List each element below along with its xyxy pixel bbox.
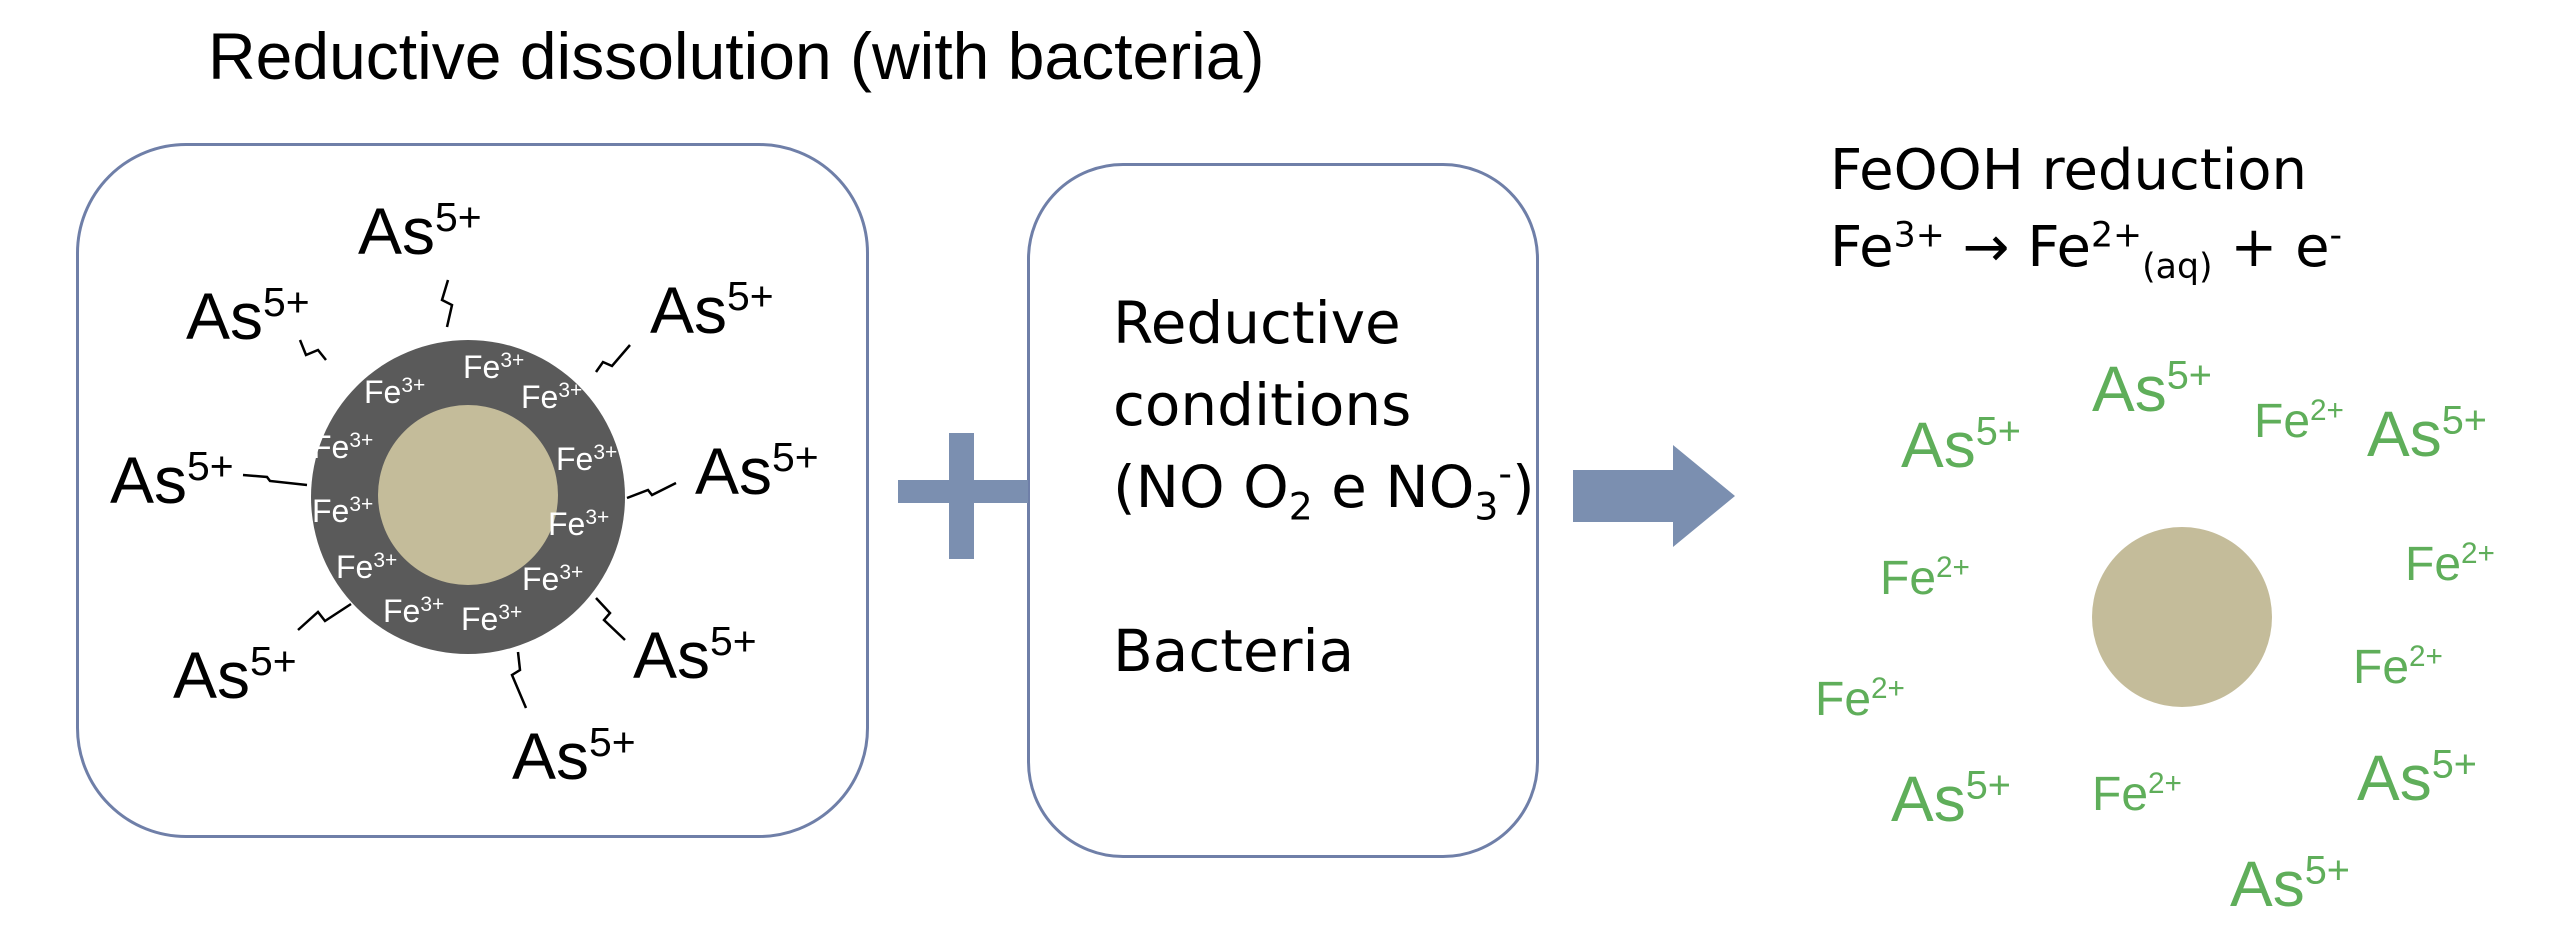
- shell-fe3-label-4: Fe3+: [312, 429, 373, 465]
- shell-fe3-label-7: Fe3+: [548, 506, 609, 542]
- adsorbed-arsenate-2: As5+: [186, 279, 310, 353]
- conditions-text: Reductive conditions (NO O2 e NO3-) Bact…: [1113, 282, 1535, 692]
- shell-fe3-label-1: Fe3+: [463, 349, 524, 385]
- conditions-line-2: conditions: [1113, 371, 1412, 439]
- shell-fe3-label-6: Fe3+: [312, 493, 373, 529]
- conditions-line-3: (NO O2 e NO3-): [1113, 451, 1535, 529]
- shell-fe3-label-5: Fe3+: [556, 441, 617, 477]
- shell-fe3-label-9: Fe3+: [522, 561, 583, 597]
- released-ferrous-1: Fe2+: [2254, 394, 2344, 448]
- conditions-line-1: Reductive: [1113, 289, 1401, 357]
- released-ferrous-5: Fe2+: [1815, 672, 1905, 726]
- reduced-mineral-core: [2092, 527, 2272, 707]
- bond-upper-left: [298, 339, 327, 361]
- adsorbed-arsenate-5: As5+: [695, 434, 819, 508]
- shell-fe3-label-3: Fe3+: [521, 379, 582, 415]
- shell-fe3-label-2: Fe3+: [364, 374, 425, 410]
- released-arsenate-6: As5+: [2230, 848, 2350, 920]
- plus-icon: [898, 433, 1028, 559]
- adsorbed-arsenate-4: As5+: [110, 443, 234, 517]
- bond-top: [440, 279, 454, 328]
- bond-upper-right: [594, 344, 631, 373]
- reaction-heading: FeOOH reduction: [1830, 138, 2308, 203]
- conditions-panel: [1027, 163, 1539, 858]
- reaction-arrow: →: [1962, 215, 2010, 280]
- adsorbed-arsenate-6: As5+: [173, 638, 297, 712]
- released-arsenate-1: As5+: [2092, 353, 2212, 425]
- adsorbed-arsenate-7: As5+: [633, 618, 757, 692]
- adsorption-bonds: [242, 279, 677, 709]
- released-arsenate-5: As5+: [2357, 742, 2477, 814]
- released-ferrous-4: Fe2+: [2353, 640, 2443, 694]
- page-title: Reductive dissolution (with bacteria): [208, 19, 1265, 93]
- conditions-line-4: Bacteria: [1113, 617, 1355, 685]
- bond-lower-right: [595, 597, 626, 641]
- mineral-core: [378, 405, 558, 585]
- adsorbed-arsenate-3: As5+: [650, 273, 774, 347]
- shell-fe3-label-10: Fe3+: [383, 593, 444, 629]
- adsorbed-arsenate-8: As5+: [512, 719, 636, 793]
- bond-bottom: [510, 651, 528, 709]
- released-ferrous-6: Fe2+: [2092, 767, 2182, 821]
- bond-lower-left: [297, 602, 352, 631]
- reaction-equation: Fe3+ → Fe2+(aq) + e-: [1830, 215, 2343, 288]
- adsorbed-arsenate-1: As5+: [358, 194, 482, 268]
- bond-right: [626, 481, 677, 500]
- shell-fe-labels: Fe3+Fe3+Fe3+Fe3+Fe3+Fe3+Fe3+Fe3+Fe3+Fe3+…: [312, 349, 617, 637]
- released-ferrous-2: Fe2+: [2405, 537, 2495, 591]
- released-arsenate-3: As5+: [2367, 398, 2487, 470]
- shell-fe3-label-11: Fe3+: [461, 601, 522, 637]
- released-arsenate-4: As5+: [1891, 763, 2011, 835]
- shell-fe3-label-8: Fe3+: [336, 549, 397, 585]
- released-arsenate-2: As5+: [1901, 409, 2021, 481]
- right-arrow-icon: [1573, 445, 1735, 547]
- bond-left: [242, 473, 308, 487]
- released-ferrous-3: Fe2+: [1880, 551, 1970, 605]
